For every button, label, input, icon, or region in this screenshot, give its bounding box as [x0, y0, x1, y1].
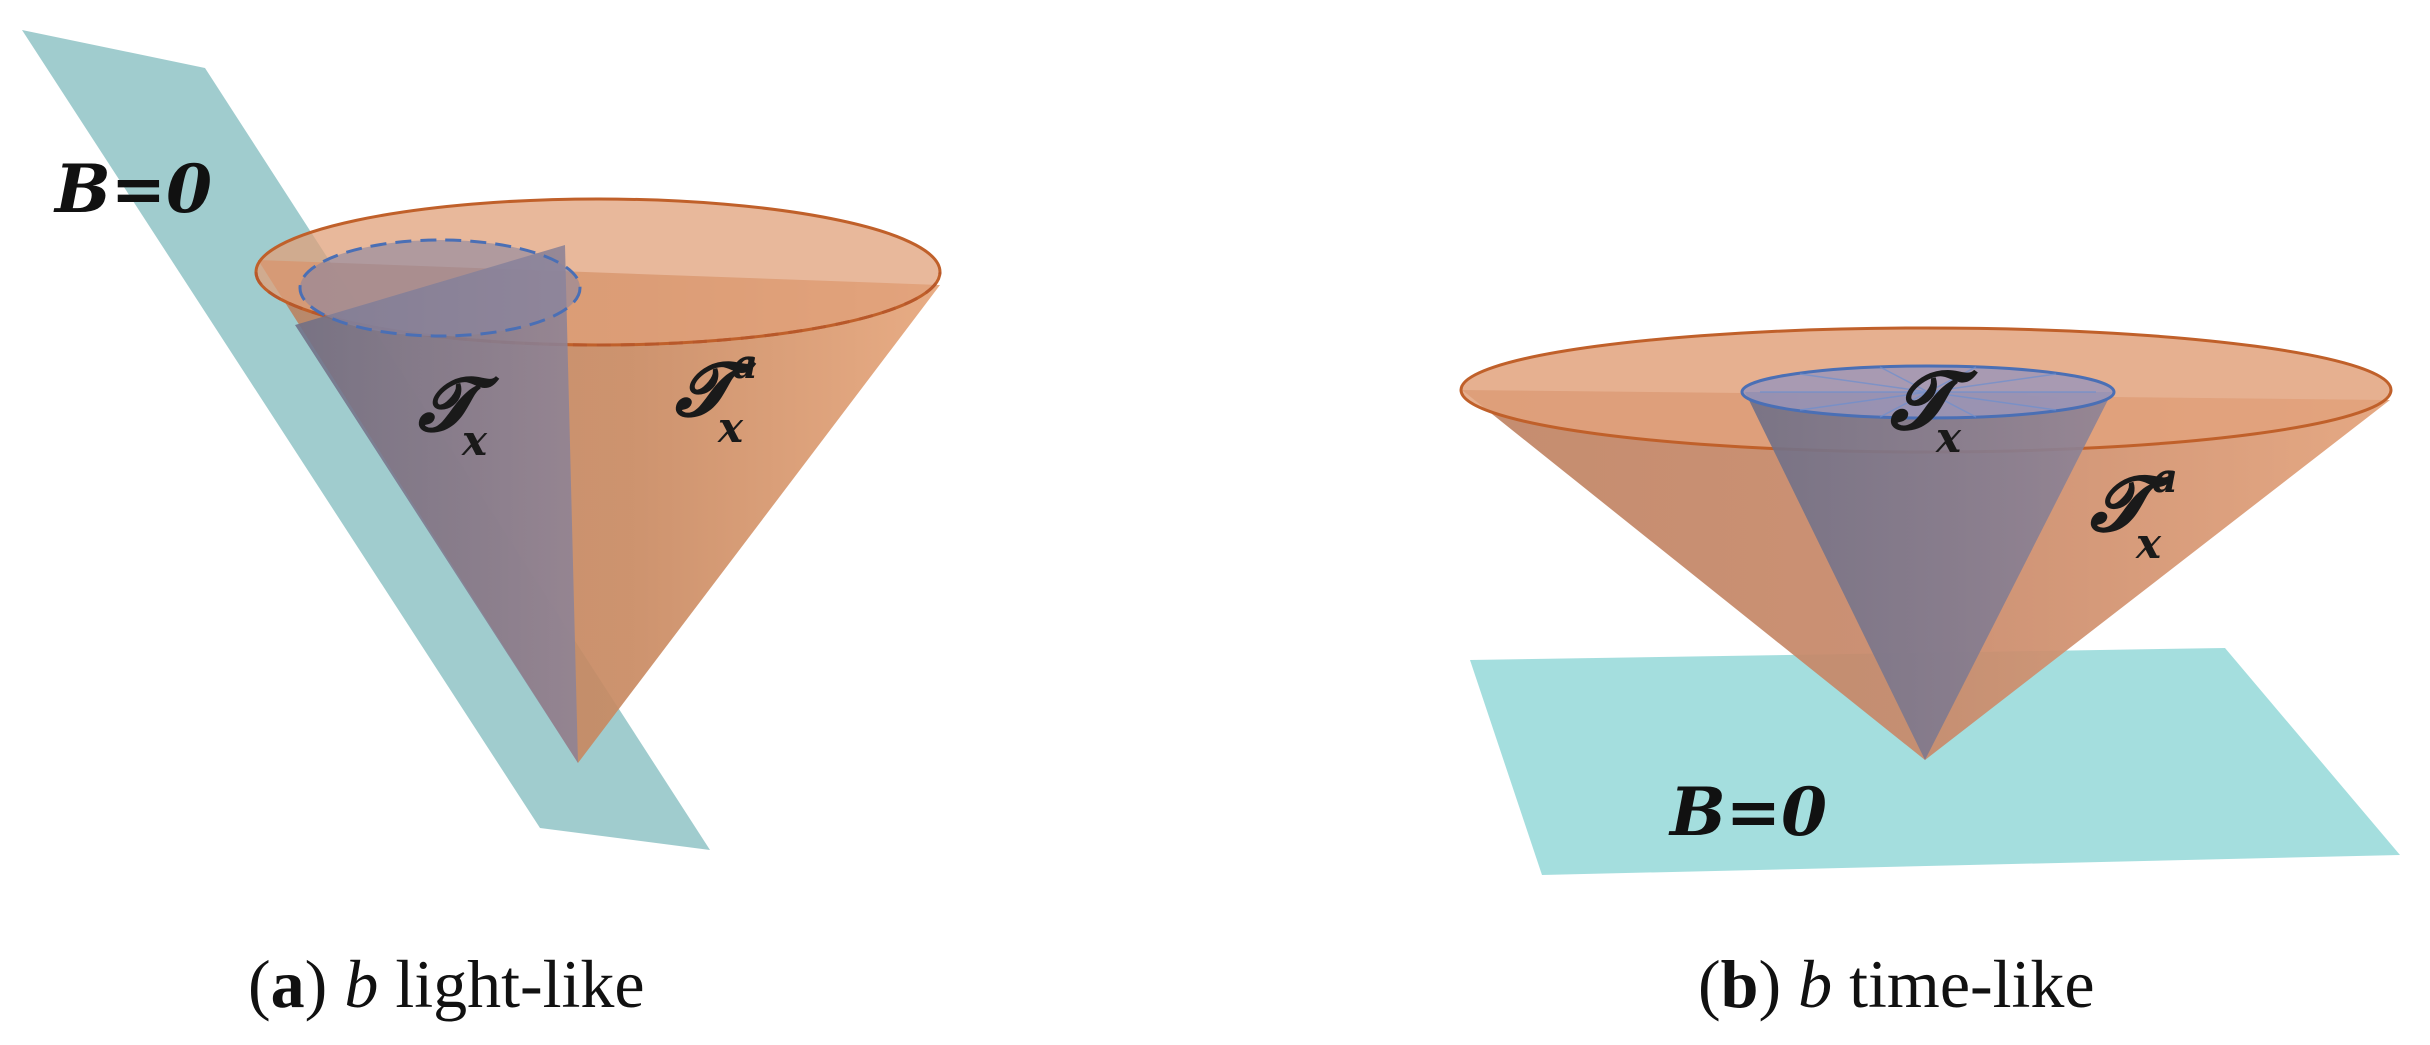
caption-a-text: light-like	[395, 946, 645, 1022]
svg-text:x: x	[2135, 519, 2162, 568]
plane-label-a: B=0	[53, 150, 212, 228]
caption-b-var: b	[1798, 946, 1833, 1022]
caption-a-tag: a	[270, 946, 305, 1022]
panel-b: B=0 𝓣 x 𝓣 x a	[1459, 326, 2400, 875]
svg-text:a: a	[732, 341, 758, 388]
panel-a: B=0 𝓣 x 𝓣 x a	[22, 30, 942, 850]
inner-cone-a	[295, 238, 582, 763]
plane-label-b: B=0	[1668, 773, 1827, 851]
caption-b: (b) b time-like	[1698, 946, 2095, 1022]
svg-text:a: a	[2152, 455, 2178, 502]
caption-b-tag: b	[1720, 946, 1759, 1022]
svg-text:x: x	[717, 403, 744, 452]
svg-text:x: x	[1935, 413, 1962, 462]
inner-cone-b	[1740, 364, 2116, 760]
plane-b-zero-b	[1470, 648, 2400, 875]
caption-b-text: time-like	[1849, 946, 2095, 1022]
caption-a-var: b	[344, 946, 379, 1022]
svg-text:x: x	[461, 416, 488, 465]
caption-a: (a) b light-like	[248, 946, 645, 1022]
